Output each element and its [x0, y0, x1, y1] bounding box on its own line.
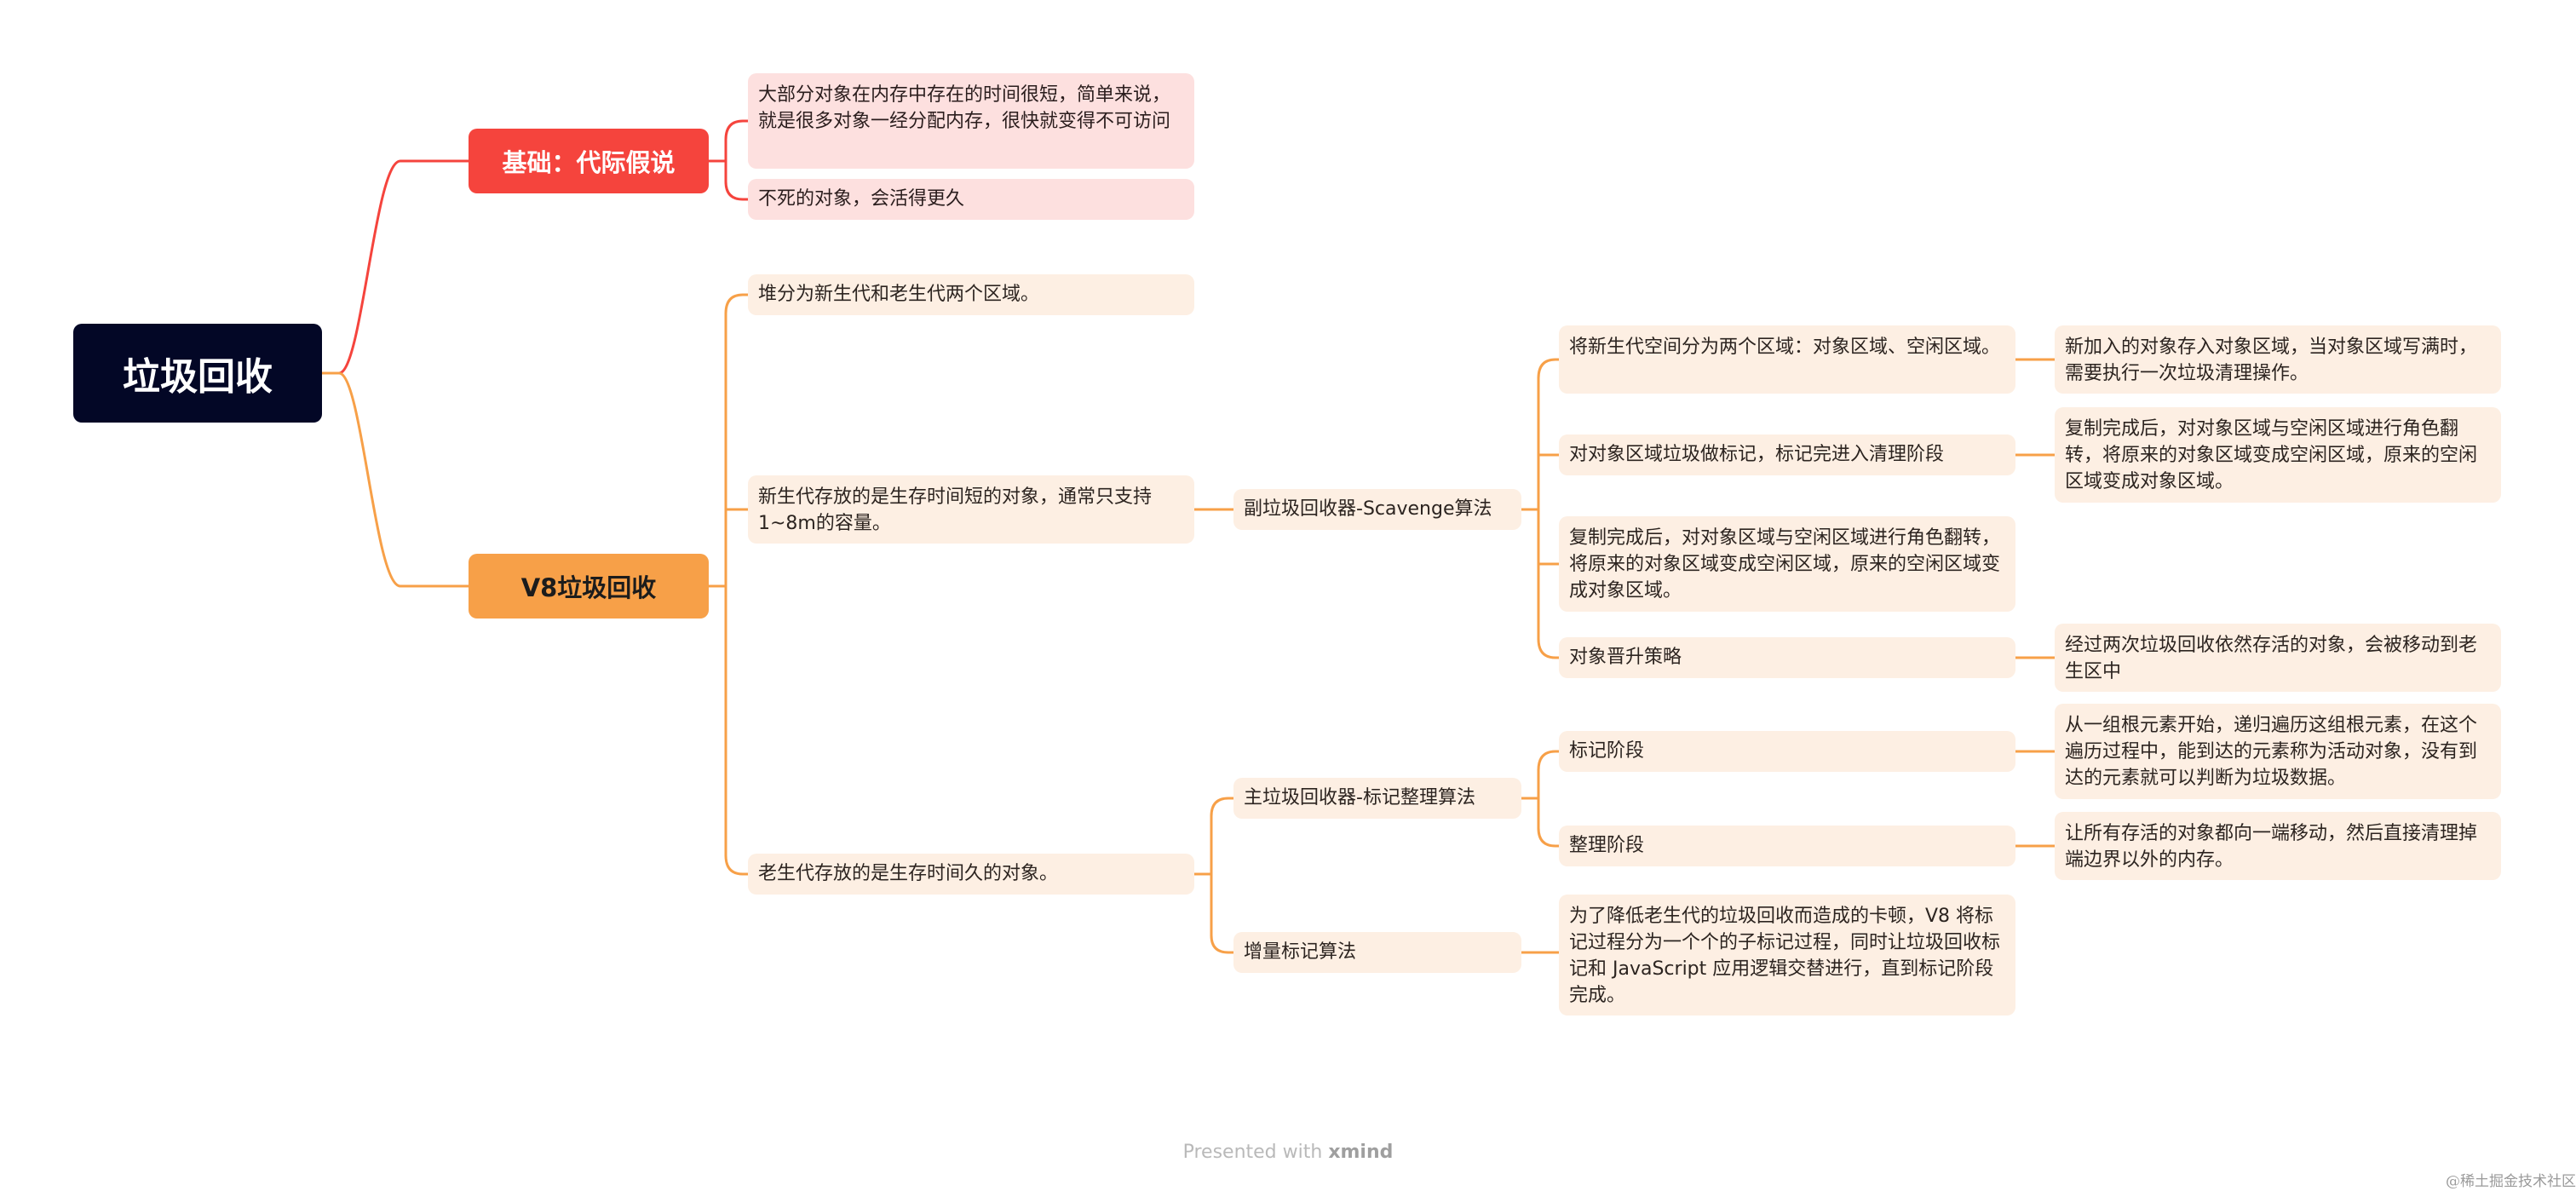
topic-scavenge-step-2[interactable]: 对对象区域垃圾做标记，标记完进入清理阶段: [1559, 434, 2015, 475]
topic-compact-phase[interactable]: 整理阶段: [1559, 826, 2015, 866]
xmind-logo: xmind: [1328, 1142, 1394, 1163]
footer-prefix: Presented with: [1182, 1142, 1323, 1163]
topic-generational-hypothesis-1[interactable]: 大部分对象在内存中存在的时间很短，简单来说，就是很多对象一经分配内存，很快就变得…: [748, 73, 1194, 169]
topic-young-generation[interactable]: 新生代存放的是生存时间短的对象，通常只支持 1~8m的容量。: [748, 475, 1194, 544]
topic-compact-phase-detail[interactable]: 让所有存活的对象都向一端移动，然后直接清理掉端边界以外的内存。: [2055, 812, 2501, 880]
root-topic[interactable]: 垃圾回收: [73, 324, 322, 423]
branch-v8-gc[interactable]: V8垃圾回收: [469, 554, 709, 619]
topic-scavenge-detail-2[interactable]: 复制完成后，对对象区域与空闲区域进行角色翻转，将原来的对象区域变成空闲区域，原来…: [2055, 407, 2501, 503]
topic-old-generation[interactable]: 老生代存放的是生存时间久的对象。: [748, 854, 1194, 895]
topic-scavenge-step-3[interactable]: 复制完成后，对对象区域与空闲区域进行角色翻转，将原来的对象区域变成空闲区域，原来…: [1559, 516, 2015, 612]
topic-mark-phase-detail[interactable]: 从一组根元素开始，递归遍历这组根元素，在这个遍历过程中，能到达的元素称为活动对象…: [2055, 704, 2501, 799]
topic-scavenge-step-1[interactable]: 将新生代空间分为两个区域：对象区域、空闲区域。: [1559, 325, 2015, 394]
topic-incremental-detail[interactable]: 为了降低老生代的垃圾回收而造成的卡顿，V8 将标记过程分为一个个的子标记过程，同…: [1559, 895, 2015, 1016]
topic-scavenge-detail-4[interactable]: 经过两次垃圾回收依然存活的对象，会被移动到老生区中: [2055, 624, 2501, 692]
topic-scavenge-step-4[interactable]: 对象晋升策略: [1559, 637, 2015, 678]
watermark: @稀土掘金技术社区: [2446, 1173, 2576, 1190]
topic-heap-regions[interactable]: 堆分为新生代和老生代两个区域。: [748, 274, 1194, 315]
topic-major-collector[interactable]: 主垃圾回收器-标记整理算法: [1233, 778, 1521, 819]
topic-generational-hypothesis-2[interactable]: 不死的对象，会活得更久: [748, 179, 1194, 220]
topic-mark-phase[interactable]: 标记阶段: [1559, 731, 2015, 772]
topic-scavenge-detail-1[interactable]: 新加入的对象存入对象区域，当对象区域写满时，需要执行一次垃圾清理操作。: [2055, 325, 2501, 394]
topic-incremental-marking[interactable]: 增量标记算法: [1233, 932, 1521, 973]
presented-with-footer: Presented with xmind: [0, 1142, 2576, 1163]
topic-scavenge-collector[interactable]: 副垃圾回收器-Scavenge算法: [1233, 489, 1521, 530]
branch-basics[interactable]: 基础：代际假说: [469, 129, 709, 193]
